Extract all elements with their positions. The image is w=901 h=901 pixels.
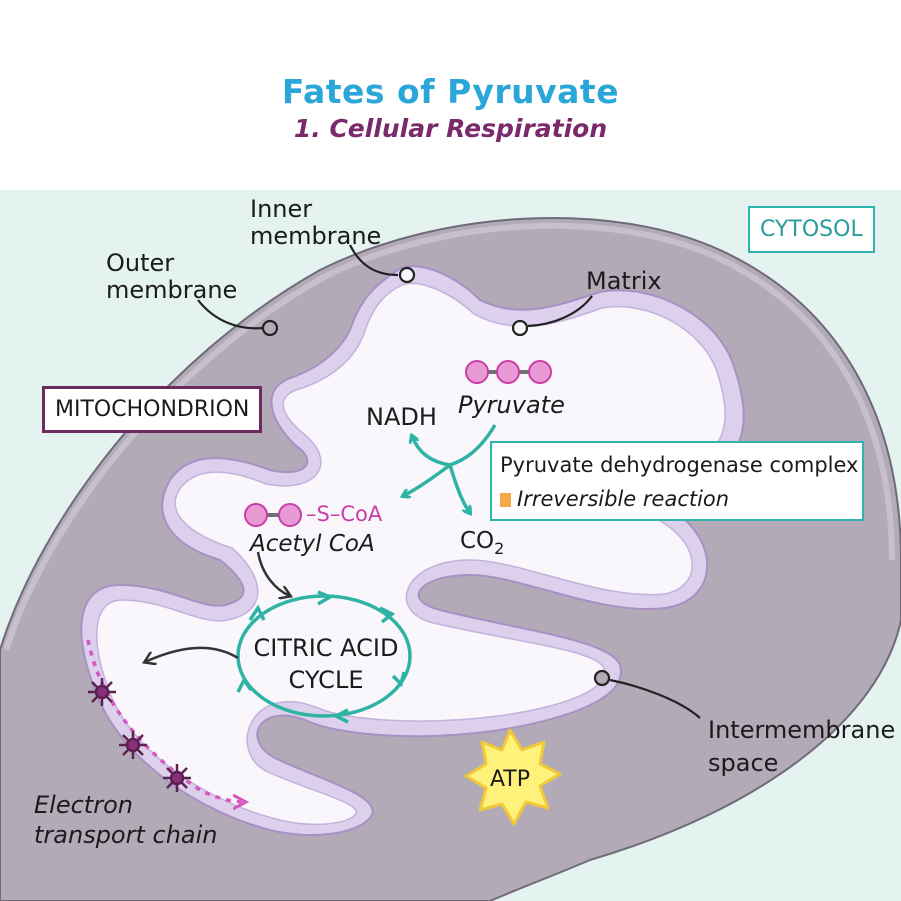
page-title: Fates of Pyruvate (281, 72, 620, 111)
etc-protein-icon (88, 678, 191, 792)
matrix-leader (527, 295, 593, 328)
irreversible-reaction-note: Irreversible reaction (500, 487, 729, 511)
pdh-complex-label: Pyruvate dehydrogenase complex (500, 453, 859, 477)
page-subtitle: 1. Cellular Respiration (293, 114, 608, 143)
outer-membrane-leader (197, 299, 263, 330)
pyruvate-label: Pyruvate (458, 391, 565, 419)
co2-label: CO2 (460, 528, 504, 558)
acetyl-coa-label: Acetyl CoA (250, 531, 375, 557)
to-co2-arrow (448, 464, 470, 513)
inner-membrane-leader (349, 244, 399, 277)
nadh-label: NADH (366, 403, 437, 431)
atp-burst (464, 728, 562, 826)
matrix-label: Matrix (586, 267, 662, 295)
pyruvate-to-branch-arrow (449, 424, 497, 467)
cycle-to-etc-arrow (145, 646, 239, 662)
irreversible-marker-icon (500, 493, 511, 507)
s-coa-label: –S–CoA (306, 502, 383, 526)
pdh-complex-box: Pyruvate dehydrogenase complex Irreversi… (490, 441, 864, 521)
intermembrane-leader (609, 678, 701, 719)
mitochondrion-label: MITOCHONDRION (42, 386, 263, 433)
pyruvate-molecule (465, 360, 552, 384)
acetylcoa-to-cycle-arrow (256, 551, 290, 596)
cytosol-label: CYTOSOL (748, 206, 875, 253)
to-acetylcoa-arrow (403, 463, 452, 496)
to-nadh-arrow (412, 436, 451, 467)
etc-arrow (86, 639, 245, 802)
acetyl-molecule (244, 503, 302, 527)
atp-label: ATP (490, 767, 530, 792)
